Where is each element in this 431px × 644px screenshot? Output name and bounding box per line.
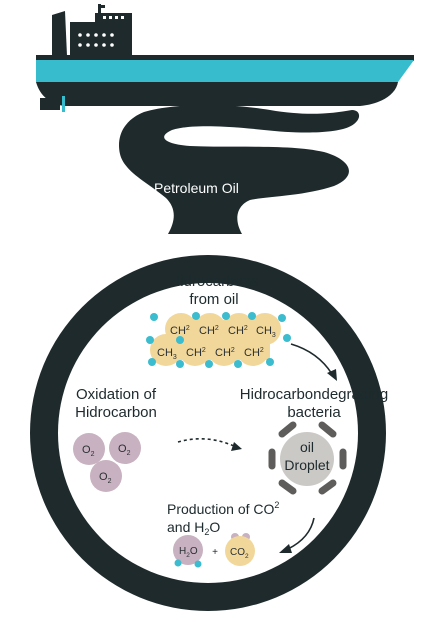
water-label: H2O xyxy=(179,546,198,559)
chain-body xyxy=(150,313,281,366)
chain-bottom-3: CH2 xyxy=(215,347,235,359)
ship-rudder xyxy=(40,98,60,110)
oil-spill: Petroleum Oil xyxy=(30,105,386,611)
ship-hull-bottom xyxy=(36,82,398,106)
arrow-droplet-to-products xyxy=(279,517,315,553)
dashed-arrow-oxidation xyxy=(177,438,242,451)
hydrocarbons-title-line1: Hidrocarbons xyxy=(169,273,258,290)
ship-hull-stripe xyxy=(36,60,414,82)
chain-top-1: CH2 xyxy=(170,325,190,337)
droplet-label-line1: oil xyxy=(300,439,314,455)
oxygen-label-3: O2 xyxy=(99,471,112,485)
tanker-ship xyxy=(36,4,414,112)
oxygen-molecule-1 xyxy=(73,433,105,465)
ship-propeller xyxy=(62,96,65,112)
oxygen-molecule-2 xyxy=(109,432,141,464)
chain-top-3: CH2 xyxy=(228,325,248,337)
ship-funnel xyxy=(52,11,67,56)
oxidation-title-line2: Hidrocarbon xyxy=(75,404,157,421)
chain-top-4: CH3 xyxy=(256,325,276,339)
oil-ring-inner xyxy=(58,283,358,583)
ship-bridge xyxy=(70,22,132,56)
droplet-label-line2: Droplet xyxy=(284,457,329,473)
production-title-line1: Production of CO2 xyxy=(167,500,279,517)
ship-windows xyxy=(78,16,124,47)
oxygen-label-2: O2 xyxy=(118,443,131,457)
hydrocarbon-chain: CH2 CH2 CH2 CH3 CH3 CH2 CH2 CH2 xyxy=(146,312,291,368)
petroleum-oil-label: Petroleum Oil xyxy=(154,180,239,196)
oil-droplet: oil Droplet xyxy=(268,421,347,495)
water-molecule: H2O xyxy=(173,535,203,568)
ship-deck xyxy=(36,55,414,61)
co2-molecule: CO2 xyxy=(225,533,255,566)
chain-bottom-2: CH2 xyxy=(186,347,206,359)
bacteria-title-line2: bacteria xyxy=(287,404,341,421)
chain-bottom-4: CH2 xyxy=(244,347,264,359)
oxygen-molecules: O2 O2 O2 xyxy=(73,432,141,492)
bacteria-title-line1: Hidrocarbondegrading xyxy=(240,386,388,403)
plus-sign: + xyxy=(212,547,218,558)
chain-bottom-1: CH3 xyxy=(157,347,177,361)
droplet-core xyxy=(280,432,334,486)
chain-top-2: CH2 xyxy=(199,325,219,337)
arrow-chain-to-bacteria xyxy=(290,343,337,381)
bacteria-ring xyxy=(268,421,347,495)
co2-label: CO2 xyxy=(230,547,249,560)
hydrocarbons-title-line2: from oil xyxy=(189,291,238,308)
oxygen-molecule-3 xyxy=(90,460,122,492)
oil-stream xyxy=(119,105,360,234)
ship-mast xyxy=(98,4,101,14)
production-title-line2: and H2O xyxy=(167,519,220,537)
oxidation-title-line1: Oxidation of xyxy=(76,386,157,403)
ship-bridge-top xyxy=(95,13,132,23)
hydrogen-dots xyxy=(146,312,291,368)
oxygen-label-1: O2 xyxy=(82,444,95,458)
ship-mast-flag xyxy=(98,5,105,8)
